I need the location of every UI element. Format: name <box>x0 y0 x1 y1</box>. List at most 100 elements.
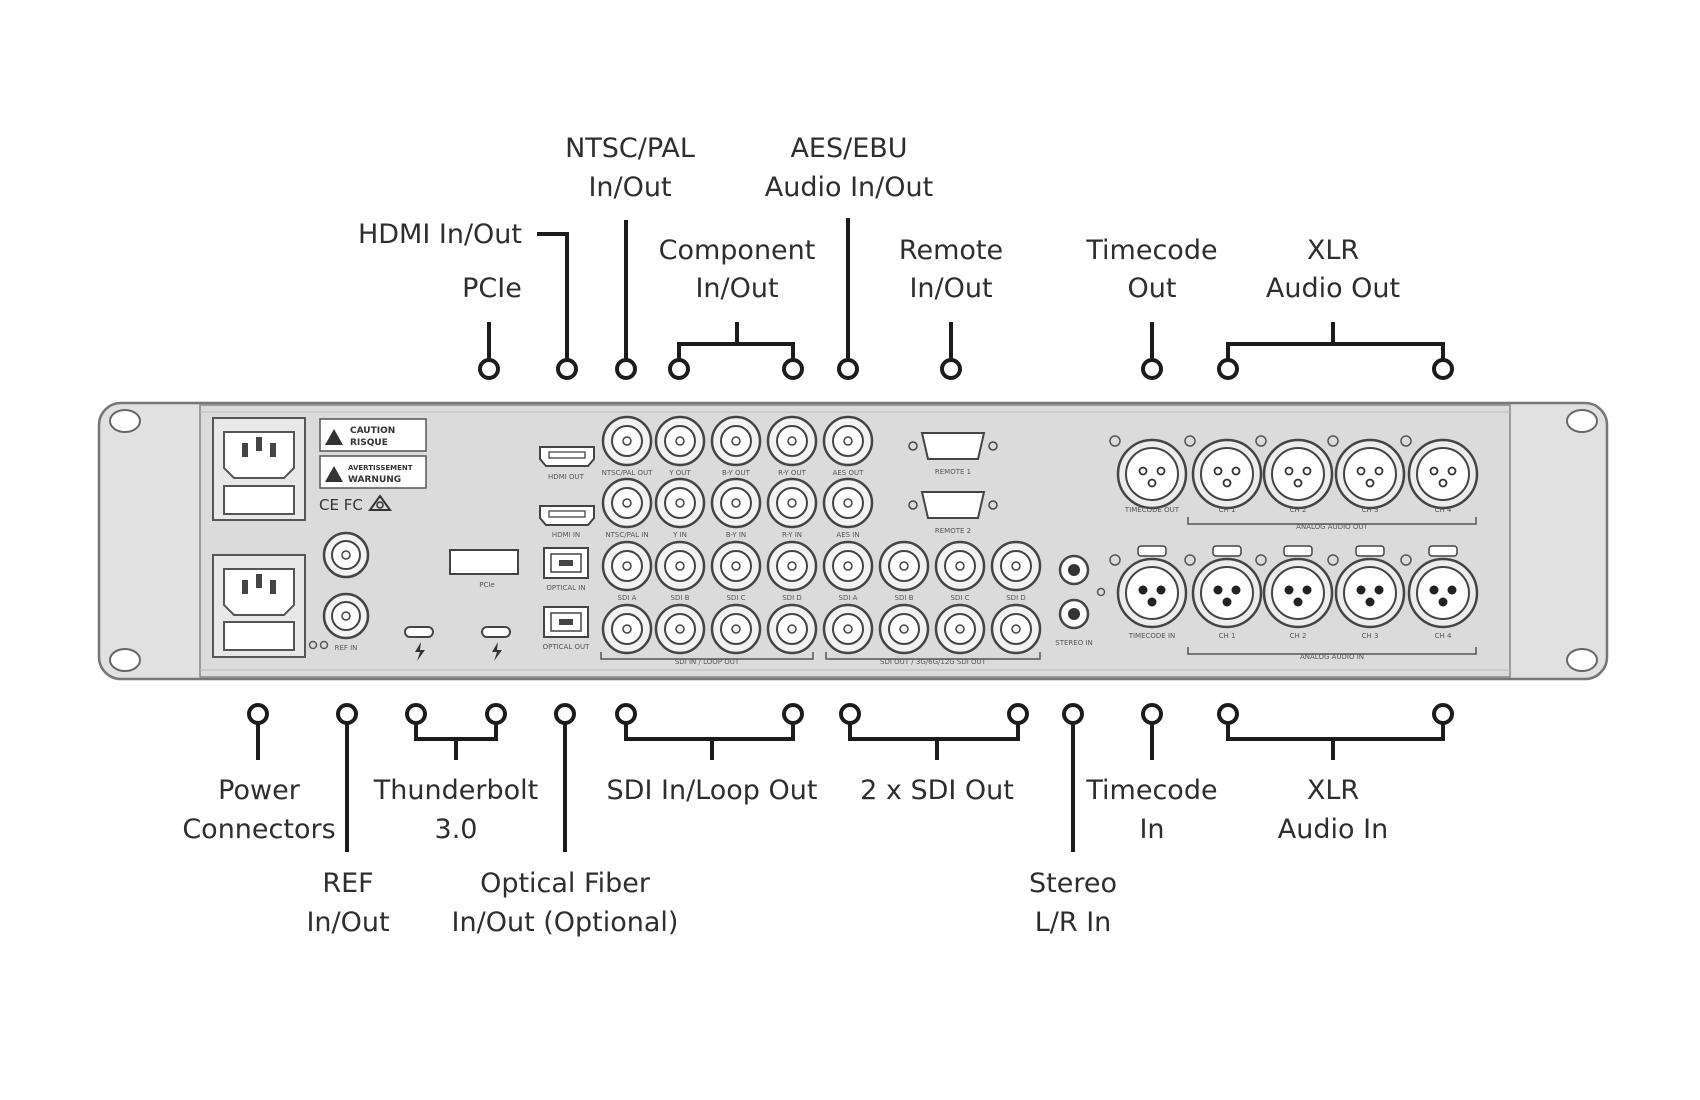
sdi-connector[interactable] <box>878 540 930 592</box>
hdmi-in-label: HDMI IN <box>552 531 580 539</box>
remote-port-2[interactable]: REMOTE 2 <box>908 491 998 535</box>
label-timecode-out-line1: Timecode <box>1085 235 1217 266</box>
label-ntsc-pal-line2: In/Out <box>588 172 671 203</box>
bnc-in-connector[interactable] <box>601 477 653 529</box>
xlr-out-connector[interactable] <box>1400 435 1479 510</box>
xlr-in-connector[interactable] <box>1327 545 1406 629</box>
xlr-out-connector[interactable] <box>1184 435 1263 510</box>
ref-bnc-2[interactable] <box>322 592 370 640</box>
sdi-loop-connector[interactable] <box>990 603 1042 655</box>
sdi-connector[interactable] <box>601 540 653 592</box>
xlr-out-channel-label: CH 3 <box>1362 506 1379 514</box>
sdi-loop-connector[interactable] <box>934 603 986 655</box>
ref-bnc-1[interactable] <box>322 531 370 579</box>
leader-pcie <box>478 322 500 380</box>
stereo-left-jack[interactable] <box>1058 554 1090 586</box>
leader-hdmi <box>537 232 578 380</box>
label-hdmi-line1: HDMI In/Out <box>358 219 522 250</box>
xlr-out-connector[interactable] <box>1327 435 1406 510</box>
power-connector-2[interactable] <box>212 554 306 658</box>
label-xlr-out: XLR Audio Out <box>1266 235 1400 304</box>
label-sdi-in-line1: SDI In/Loop Out <box>607 775 818 806</box>
bnc-out-label: NTSC/PAL OUT <box>602 469 654 477</box>
sdi-loop-connector[interactable] <box>654 603 706 655</box>
stereo-right-jack[interactable] <box>1058 598 1090 630</box>
bnc-in-label: Y IN <box>672 531 687 539</box>
sdi-connector[interactable] <box>766 540 818 592</box>
sdi-loop-connector[interactable] <box>878 603 930 655</box>
bnc-out-connector[interactable] <box>822 415 874 467</box>
sdi-connector[interactable] <box>710 540 762 592</box>
sdi-loop-connector[interactable] <box>822 603 874 655</box>
thunderbolt-port-2[interactable] <box>481 626 511 661</box>
label-aes-ebu: AES/EBU Audio In/Out <box>765 133 933 203</box>
analog-in-group-label: ANALOG AUDIO IN <box>1300 653 1364 661</box>
leader-power <box>247 703 269 760</box>
hdmi-out-port[interactable]: HDMI OUT <box>539 446 595 481</box>
label-xlr-in: XLR Audio In <box>1278 775 1388 845</box>
xlr-in-connector[interactable] <box>1255 545 1334 629</box>
label-timecode-out: Timecode Out <box>1085 235 1217 304</box>
optical-in-label: OPTICAL IN <box>546 584 585 592</box>
warning-label-avertissement-line1: AVERTISSEMENT <box>348 464 413 472</box>
xlr-out-connector[interactable] <box>1255 435 1334 510</box>
bnc-in-connector[interactable] <box>766 477 818 529</box>
bnc-in-connector[interactable] <box>710 477 762 529</box>
xlr-in-channel-label: CH 1 <box>1219 632 1236 640</box>
label-power-line2: Connectors <box>182 814 335 845</box>
leader-remote <box>940 322 962 380</box>
sdi-connector[interactable] <box>934 540 986 592</box>
pcie-slot[interactable]: PCIe <box>449 549 519 589</box>
hdmi-out-label: HDMI OUT <box>548 473 585 481</box>
label-ref-line1: REF <box>322 868 373 899</box>
bnc-in-label: R-Y IN <box>782 531 802 539</box>
optical-port-1[interactable]: OPTICAL IN <box>543 547 589 592</box>
xlr-in-connector[interactable] <box>1400 545 1479 629</box>
sdi-label: SDI A <box>839 594 858 602</box>
thunderbolt-port-1[interactable] <box>404 626 434 661</box>
label-ntsc-pal-line1: NTSC/PAL <box>565 133 695 164</box>
label-thunderbolt: Thunderbolt 3.0 <box>373 775 538 845</box>
bnc-in-connector[interactable] <box>822 477 874 529</box>
remote-port-1[interactable]: REMOTE 1 <box>908 432 998 476</box>
label-sdi-out-line1: 2 x SDI Out <box>860 775 1014 806</box>
xlr-in-channel-label: CH 2 <box>1290 632 1307 640</box>
warning-label-caution: CAUTION RISQUE <box>319 418 427 452</box>
certification-marks: CE FC <box>319 494 392 514</box>
leader-component <box>668 322 804 380</box>
bnc-out-connector[interactable] <box>766 415 818 467</box>
label-power: Power Connectors <box>182 775 335 845</box>
hdmi-in-port[interactable]: HDMI IN <box>539 505 595 539</box>
optical-port-2[interactable]: OPTICAL OUT <box>543 606 591 651</box>
bnc-out-connector[interactable] <box>654 415 706 467</box>
xlr-out-channel-label: CH 4 <box>1435 506 1452 514</box>
sdi-loop-connector[interactable] <box>710 603 762 655</box>
leader-timecode-out <box>1141 322 1163 380</box>
leader-ntsc-pal <box>615 220 637 380</box>
timecode-out-connector[interactable] <box>1109 435 1188 510</box>
bnc-in-label: B-Y IN <box>726 531 746 539</box>
bnc-out-connector[interactable] <box>601 415 653 467</box>
sdi-connector[interactable] <box>822 540 874 592</box>
leader-stereo <box>1062 703 1084 852</box>
leader-optical <box>554 703 576 852</box>
bnc-out-connector[interactable] <box>710 415 762 467</box>
power-connector-1[interactable] <box>212 417 306 521</box>
xlr-in-connector[interactable] <box>1184 545 1263 629</box>
sdi-connector[interactable] <box>990 540 1042 592</box>
sdi-loop-connector[interactable] <box>766 603 818 655</box>
sdi-connector[interactable] <box>654 540 706 592</box>
timecode-in-connector[interactable] <box>1109 545 1188 629</box>
label-xlr-out-line2: Audio Out <box>1266 273 1400 304</box>
label-thunderbolt-line1: Thunderbolt <box>373 775 538 806</box>
bnc-out-label: B-Y OUT <box>722 469 751 477</box>
sdi-loop-connector[interactable] <box>601 603 653 655</box>
stereo-in-label: STEREO IN <box>1055 639 1092 647</box>
bnc-in-connector[interactable] <box>654 477 706 529</box>
label-pcie: PCIe <box>462 273 522 304</box>
label-ntsc-pal: NTSC/PAL In/Out <box>565 133 695 203</box>
xlr-in-channel-label: TIMECODE IN <box>1128 632 1176 640</box>
label-ref-line2: In/Out <box>306 907 389 938</box>
